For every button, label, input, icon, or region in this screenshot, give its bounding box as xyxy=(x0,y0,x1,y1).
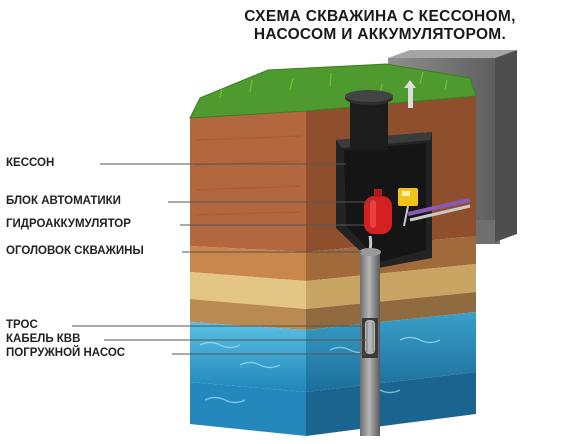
vent-pipe xyxy=(404,80,416,108)
label-cable: КАБЕЛЬ КВВ xyxy=(6,333,81,345)
label-accumulator: ГИДРОАККУМУЛЯТОР xyxy=(6,218,131,230)
label-caisson: КЕССОН xyxy=(6,157,55,169)
label-rope: ТРОС xyxy=(6,319,38,331)
house-pipe xyxy=(409,204,471,222)
house-cable xyxy=(407,198,471,216)
label-wellhead: ОГОЛОВОК СКВАЖИНЫ xyxy=(6,245,144,257)
label-pump: ПОГРУЖНОЙ НАСОС xyxy=(6,347,126,359)
soil-front-face xyxy=(190,111,441,436)
diagram-title-line-2: НАСОСОМ И АККУМУЛЯТОРОМ. xyxy=(253,26,507,43)
well-casing xyxy=(359,248,381,436)
leader-lines xyxy=(72,163,372,355)
accumulator-tank xyxy=(364,189,392,234)
diagram-title-line-1: СХЕМА СКВАЖИНА С КЕССОНОМ, xyxy=(244,8,516,25)
label-automation-block: БЛОК АВТОМАТИКИ xyxy=(6,195,121,207)
grass-top xyxy=(189,63,477,119)
automation-block xyxy=(398,188,418,227)
